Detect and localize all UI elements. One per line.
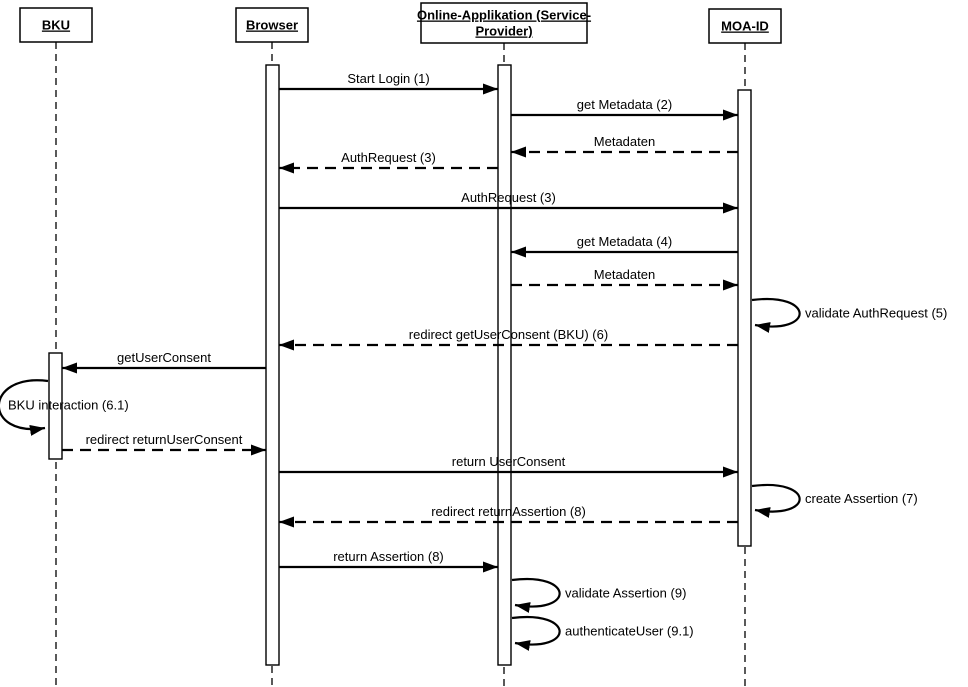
activation-bar-moa bbox=[737, 89, 752, 547]
participant-moa: MOA-ID bbox=[708, 8, 782, 44]
message-label: AuthRequest (3) bbox=[461, 190, 556, 205]
message-label: redirect returnAssertion (8) bbox=[431, 504, 586, 519]
self-message-label: authenticateUser (9.1) bbox=[565, 624, 694, 639]
participant-label: Provider) bbox=[475, 24, 532, 39]
activation-bar-browser bbox=[265, 64, 280, 666]
activation-bar-oa bbox=[497, 64, 512, 666]
message-label: get Metadata (2) bbox=[577, 97, 672, 112]
activation-bar-bku bbox=[48, 352, 63, 460]
participant-bku: BKU bbox=[19, 7, 93, 43]
self-message-label: validate AuthRequest (5) bbox=[805, 306, 947, 321]
message-label: Metadaten bbox=[594, 134, 655, 149]
self-message-arc bbox=[511, 615, 561, 651]
self-message-label: create Assertion (7) bbox=[805, 491, 918, 506]
participant-browser: Browser bbox=[235, 7, 309, 43]
participant-label: BKU bbox=[42, 18, 70, 33]
participant-box bbox=[420, 2, 588, 44]
self-message-arc bbox=[511, 577, 561, 613]
message-label: get Metadata (4) bbox=[577, 234, 672, 249]
message-label: return Assertion (8) bbox=[333, 549, 444, 564]
participant-box bbox=[235, 7, 309, 43]
self-message-arc bbox=[0, 379, 49, 436]
self-message-arc bbox=[751, 483, 801, 518]
message-label: return UserConsent bbox=[452, 454, 566, 469]
message-label: AuthRequest (3) bbox=[341, 150, 436, 165]
self-message-label: validate Assertion (9) bbox=[565, 586, 686, 601]
participant-label: MOA-ID bbox=[721, 19, 769, 34]
message-label: Metadaten bbox=[594, 267, 655, 282]
message-label: redirect returnUserConsent bbox=[86, 432, 243, 447]
participant-box bbox=[708, 8, 782, 44]
self-message-arc bbox=[751, 297, 801, 333]
message-label: Start Login (1) bbox=[347, 71, 429, 86]
participant-label: Online-Applikation (Service- bbox=[417, 8, 591, 23]
message-label: getUserConsent bbox=[117, 350, 211, 365]
participant-oa: Online-Applikation (Service-Provider) bbox=[417, 2, 591, 44]
self-message-label: BKU interaction (6.1) bbox=[8, 398, 129, 413]
participant-box bbox=[19, 7, 93, 43]
participant-label: Browser bbox=[246, 18, 298, 33]
message-label: redirect getUserConsent (BKU) (6) bbox=[409, 327, 608, 342]
